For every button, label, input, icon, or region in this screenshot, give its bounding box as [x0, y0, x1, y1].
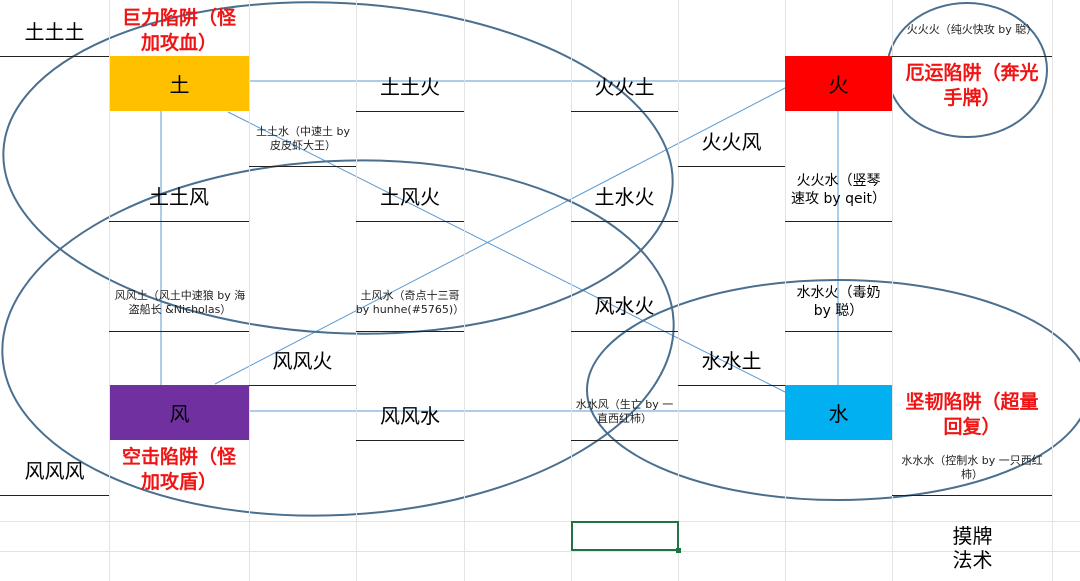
combo-label: 土风水（奇点十三哥 by hunhe(#5765)） [355, 289, 465, 316]
cell-border [892, 495, 1052, 496]
connector-earth-water [227, 111, 786, 393]
cell-border [785, 331, 892, 332]
combo-label: 风风风 [24, 459, 85, 483]
grid-line [892, 0, 893, 581]
cell-border [0, 495, 109, 496]
combo-label: 火火风 [701, 130, 762, 154]
connector-lines [160, 80, 839, 412]
trap-label-wind: 空击陷阱（怪 加攻盾） [121, 446, 236, 493]
cell-border [571, 440, 678, 441]
combo-label: 风风土（风土中速狼 by 海 盗船长 &Nicholas） [114, 289, 246, 316]
trap-label-water: 坚韧陷阱（超量 回复） [905, 391, 1039, 438]
cell-border [356, 440, 464, 441]
cell-border [109, 221, 249, 222]
cell-border [0, 56, 109, 57]
combo-label: 风水火 [594, 294, 655, 318]
combo-label: 风风水 [380, 404, 440, 428]
cell-border [356, 111, 464, 112]
combo-label: 土土风 [149, 185, 209, 209]
combo-label: 土土土 [24, 20, 85, 44]
cell-border [249, 166, 356, 167]
cell-border [356, 221, 464, 222]
grid-line [249, 0, 250, 581]
earth-node[interactable]: 土 [110, 56, 249, 111]
selected-cell[interactable] [571, 521, 679, 551]
cell-border [678, 166, 785, 167]
connector-fire-wind [214, 87, 786, 385]
grid-line [571, 0, 572, 581]
combo-label: 土风火 [380, 185, 440, 209]
cell-border [678, 385, 785, 386]
ellipse-water-group [586, 279, 1080, 501]
wind-node[interactable]: 风 [110, 385, 249, 440]
trap-label-earth: 巨力陷阱（怪 加攻血） [121, 7, 236, 54]
cell-border [571, 221, 678, 222]
draw-spell-label: 摸牌 法术 [952, 524, 993, 572]
combo-label: 土水火 [594, 185, 655, 209]
combo-label: 水水风（生亡 by 一 直西红柿） [575, 398, 674, 425]
combo-label: 水水火（毒奶 by 聪） [796, 285, 881, 319]
water-node[interactable]: 水 [785, 385, 892, 440]
combo-label: 水水水（控制水 by 一只西红 柿） [901, 454, 1043, 481]
trap-label-fire: 厄运陷阱（奔光 手牌） [905, 62, 1039, 109]
combo-label: 风风火 [272, 349, 333, 373]
cell-border [109, 331, 249, 332]
grid-line [356, 0, 357, 581]
grid-line [785, 0, 786, 581]
combo-label: 火火火（纯火快攻 by 聪） [906, 23, 1038, 36]
cell-border [571, 331, 678, 332]
grid-line [0, 521, 1080, 522]
fill-handle[interactable] [676, 548, 681, 553]
cell-border [249, 385, 356, 386]
grid-line [678, 0, 679, 581]
grid-line [109, 0, 110, 581]
combo-label: 水水土 [701, 349, 762, 373]
ellipse-wind-group [1, 159, 675, 517]
cell-border [356, 331, 464, 332]
cell-border [892, 56, 1052, 57]
cell-border [571, 111, 678, 112]
ellipse-earth-group [2, 1, 674, 335]
grid-line [464, 0, 465, 581]
grid-line [1052, 0, 1053, 581]
combo-label: 火火水（竖琴 速攻 by qeit） [791, 173, 886, 207]
grid-line [0, 551, 1080, 552]
fire-node[interactable]: 火 [785, 56, 892, 111]
combo-label: 火火土 [594, 75, 655, 99]
combo-label: 土土水（中速土 by 皮皮虾大王） [256, 125, 350, 152]
cell-border [785, 221, 892, 222]
combo-label: 土土火 [380, 75, 440, 99]
